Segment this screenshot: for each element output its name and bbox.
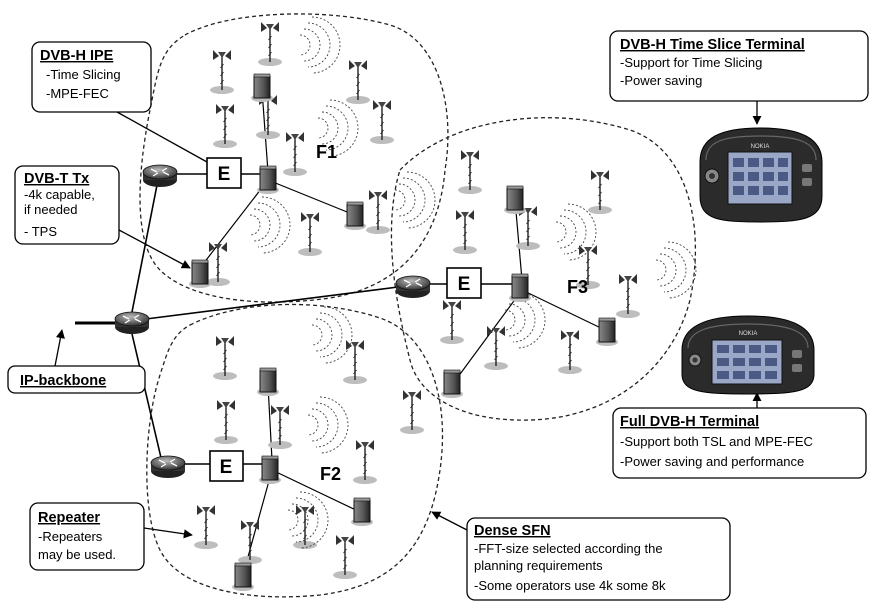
handheld-terminal-icon-2: NOKIA	[681, 315, 815, 395]
cell-zone-f2	[146, 303, 444, 598]
router-icon-f1	[142, 164, 178, 188]
svg-text:NOKIA: NOKIA	[739, 331, 758, 337]
cell-label-f2: F2	[320, 464, 341, 484]
svg-text:DVB-H IPE: DVB-H IPE	[40, 48, 114, 64]
cell-zone-f3	[390, 117, 696, 421]
router-icon-f2	[150, 455, 186, 479]
handheld-terminal-icon-1: NOKIA	[699, 127, 823, 223]
cell-zone-f1	[139, 13, 449, 303]
callout-dense-sfn: Dense SFN -FFT-size selected according t…	[431, 511, 731, 601]
svg-text:- TPS: - TPS	[24, 224, 57, 239]
svg-text:Repeater: Repeater	[38, 510, 100, 526]
callout-dvbt-tx: DVB-T Tx -4k capable, if needed - TPS	[14, 165, 191, 269]
svg-text:DVB-T Tx: DVB-T Tx	[24, 171, 89, 187]
svg-text:-4k capable,: -4k capable,	[24, 187, 95, 202]
callout-dvbh-ipe: DVB-H IPE -Time Slicing -MPE-FEC	[31, 41, 208, 163]
svg-text:-Time Slicing: -Time Slicing	[46, 67, 121, 82]
cell-label-f3: F3	[567, 277, 588, 297]
svg-text:-Some operators use 4k some 8k: -Some operators use 4k some 8k	[474, 578, 666, 593]
svg-text:may be used.: may be used.	[38, 547, 116, 562]
svg-text:planning requirements: planning requirements	[474, 558, 603, 573]
svg-text:-Repeaters: -Repeaters	[38, 529, 103, 544]
svg-text:IP-backbone: IP-backbone	[20, 373, 106, 389]
svg-text:Dense SFN: Dense SFN	[474, 523, 551, 539]
callout-full-terminal: Full DVB-H Terminal -Support both TSL an…	[612, 392, 867, 479]
callout-repeater: Repeater -Repeaters may be used.	[29, 502, 193, 571]
router-icon-backbone	[114, 311, 150, 335]
encapsulator-f2: E	[209, 450, 244, 482]
callout-time-slice-terminal: DVB-H Time Slice Terminal -Support for T…	[609, 30, 869, 125]
svg-text:-FFT-size selected according t: -FFT-size selected according the	[474, 541, 663, 556]
router-icon-f3	[395, 275, 431, 299]
callout-ip-backbone: IP-backbone	[7, 329, 146, 394]
cell-label-f1: F1	[316, 142, 337, 162]
svg-text:Full DVB-H Terminal: Full DVB-H Terminal	[620, 414, 759, 430]
transmitter-masts	[193, 21, 641, 580]
svg-text:NOKIA: NOKIA	[751, 144, 770, 150]
svg-text:E: E	[218, 164, 231, 185]
svg-text:if needed: if needed	[24, 202, 78, 217]
svg-text:DVB-H Time Slice Terminal: DVB-H Time Slice Terminal	[620, 37, 805, 53]
encapsulator-f1: E	[206, 157, 242, 189]
svg-text:-Power saving: -Power saving	[620, 73, 702, 88]
svg-text:-Support both TSL and MPE-FEC: -Support both TSL and MPE-FEC	[620, 434, 813, 449]
svg-text:E: E	[220, 457, 233, 478]
svg-text:E: E	[458, 274, 471, 295]
svg-text:-Power saving and performance: -Power saving and performance	[620, 454, 804, 469]
encapsulator-f3: E	[446, 267, 482, 299]
svg-text:-Support for Time Slicing: -Support for Time Slicing	[620, 55, 762, 70]
svg-text:-MPE-FEC: -MPE-FEC	[46, 86, 109, 101]
